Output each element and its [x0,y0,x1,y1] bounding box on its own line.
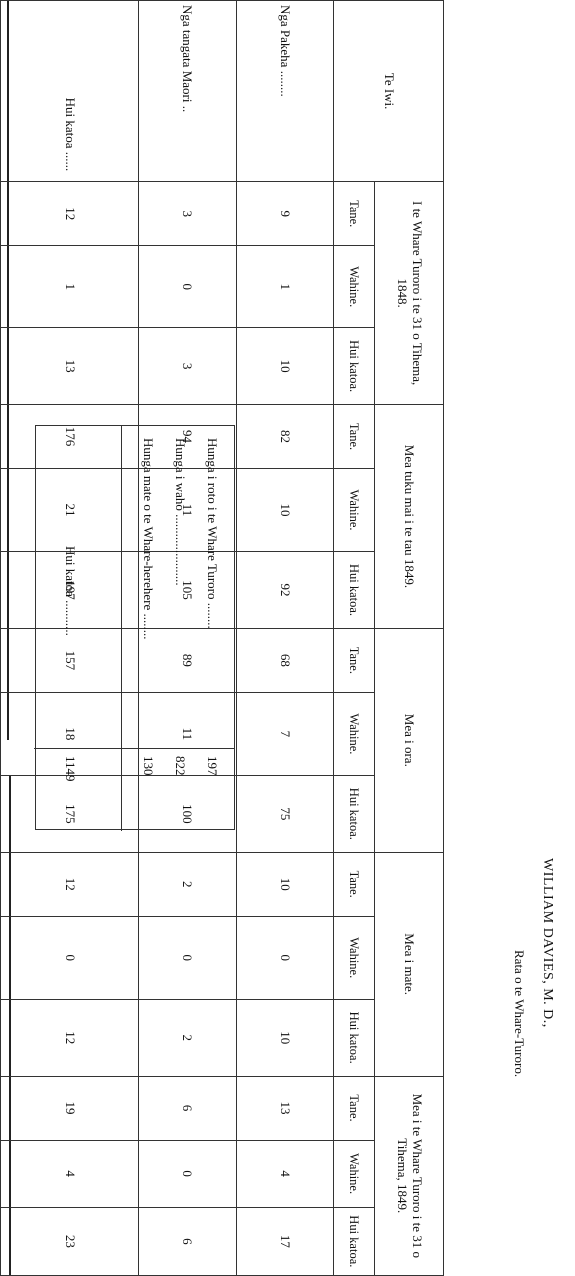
group-header-1849: Mea i te Whare Turoro i te 31 o Tihema, … [374,1076,444,1276]
table-row-pakeha: Nga Pakeha ........ 9 1 10 82 10 92 68 7… [236,0,334,1276]
signature-block: WILLIAM DAVIES, M. D., Rata o te Whare-T… [495,830,575,1270]
table-cell: 0 [138,245,237,328]
table-cell: 3 [138,327,237,405]
col-header-huikatoa: Hui katoa. [333,327,375,405]
iwi-header: Te Iwi. [333,0,444,182]
summary-divider-horizontal [121,426,122,831]
col-header-tane: Tane. [333,404,375,469]
col-header-wahine: Wahine. [333,245,375,328]
summary-row-label: Hunga i waho ...................... [173,438,188,586]
table-cell: 9 [236,181,334,246]
summary-row-value: 130 [141,756,156,776]
table-cell: 4 [236,1140,334,1208]
col-header-tane: Tane. [333,628,375,693]
row-label: Nga Pakeha ........ [236,0,334,182]
table-cell: 10 [236,999,334,1077]
col-header-huikatoa: Hui katoa. [333,551,375,629]
table-cell: 2 [138,852,237,917]
signature-title: Rata o te Whare-Turoro. [512,950,527,1078]
page-edge-rule [9,775,11,1275]
summary-total-value: 1149 [63,756,78,782]
table-cell: 1 [236,245,334,328]
group-header-died: Mea i mate. [374,852,444,1077]
table-cell: 4 [0,1140,139,1208]
col-header-huikatoa: Hui katoa. [333,999,375,1077]
col-header-wahine: Wahine. [333,692,375,776]
table-cell: 1 [0,245,139,328]
row-label: Hui katoa ...... [0,0,139,182]
group-header-1848: I te Whare Turoro i te 31 o Tihema, 1848… [374,181,444,405]
table-cell: 10 [236,852,334,917]
col-header-huikatoa: Hui katoa. [333,775,375,853]
table-cell: 82 [236,404,334,469]
col-header-wahine: Wahine. [333,1140,375,1208]
summary-row-value: 197 [205,756,220,776]
page-edge-rule [7,0,9,740]
table-cell: 0 [0,916,139,1000]
row-label: Nga tangata Maori .. [138,0,237,182]
table-cell: 23 [0,1207,139,1276]
signature-name: WILLIAM DAVIES, M. D., [540,858,555,1028]
summary-total-row: Hui katoa ........... 1149 [56,426,84,831]
table-cell: 6 [138,1207,237,1276]
summary-row: Hunga mate o te Whare-herehere ........ … [134,426,162,831]
summary-row-value: 822 [173,756,188,776]
table-cell: 7 [236,692,334,776]
table-cell: 10 [236,327,334,405]
table-cell: 92 [236,551,334,629]
table-cell: 75 [236,775,334,853]
table-cell: 2 [138,999,237,1077]
table-cell: 0 [138,1140,237,1208]
table-cell: 13 [236,1076,334,1141]
summary-box: Hunga i roto i te Whare Turoro ........ … [34,425,235,831]
group-header-admitted: Mea tuku mai i te tau 1849. [374,404,444,629]
summary-row: Hunga i waho ...................... 822 [166,426,194,831]
col-header-wahine: Wahine. [333,468,375,552]
table-cell: 19 [0,1076,139,1141]
table-cell: 68 [236,628,334,693]
summary-box-wrapper: Hunga i roto i te Whare Turoro ........ … [34,425,235,831]
col-header-tane: Tane. [333,852,375,917]
col-header-tane: Tane. [333,181,375,246]
table-cell: 12 [0,181,139,246]
table-cell: 6 [138,1076,237,1141]
table-cell: 13 [0,327,139,405]
table-cell: 3 [138,181,237,246]
summary-row-label: Hunga i roto i te Whare Turoro ........ [205,438,220,629]
table-cell: 10 [236,468,334,552]
table-cell: 12 [0,852,139,917]
table-cell: 17 [236,1207,334,1276]
table-cell: 0 [236,916,334,1000]
summary-row-label: Hunga mate o te Whare-herehere ........ [141,438,156,640]
summary-total-label: Hui katoa ........... [63,546,78,636]
col-header-wahine: Wahine. [333,916,375,1000]
col-header-tane: Tane. [333,1076,375,1141]
table-cell: 12 [0,999,139,1077]
summary-row: Hunga i roto i te Whare Turoro ........ … [198,426,226,831]
col-header-huikatoa: Hui katoa. [333,1207,375,1276]
table-cell: 0 [138,916,237,1000]
group-header-cured: Mea i ora. [374,628,444,853]
